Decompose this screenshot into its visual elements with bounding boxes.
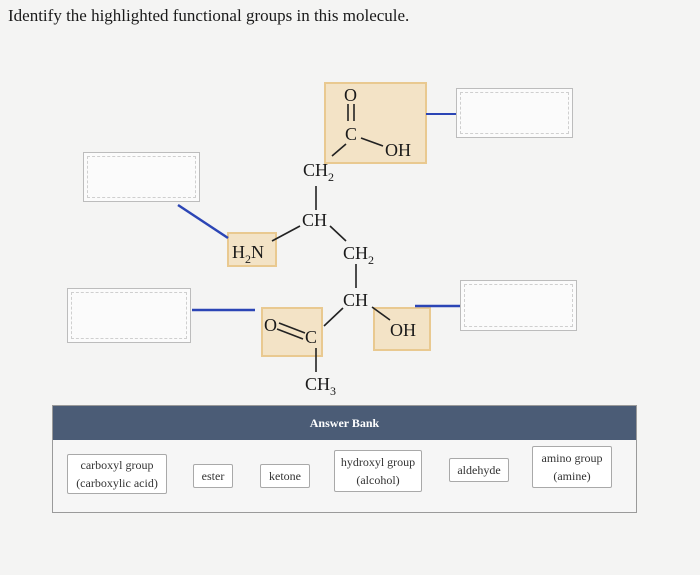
- answer-bank-header: Answer Bank: [53, 406, 636, 440]
- tile-label: carboxyl group: [80, 458, 154, 472]
- tile-label: ester: [201, 469, 225, 483]
- tile-ketone[interactable]: ketone: [260, 464, 310, 488]
- label-ch-mid: CH: [302, 210, 327, 230]
- tile-hydroxyl-group[interactable]: hydroxyl group (alcohol): [334, 450, 422, 492]
- tile-label: ketone: [269, 469, 301, 483]
- drop-target-top-right[interactable]: [456, 88, 573, 138]
- tile-label: aldehyde: [457, 463, 501, 477]
- highlight-amine: [227, 232, 277, 267]
- label-c-carboxyl: C: [345, 124, 357, 144]
- tile-sublabel: (amine): [553, 469, 591, 483]
- drop-target-lower-left[interactable]: [67, 288, 191, 343]
- label-ch-lower: CH: [343, 290, 368, 310]
- tile-label: hydroxyl group: [340, 455, 416, 469]
- tile-carboxyl-group[interactable]: carboxyl group (carboxylic acid): [67, 454, 167, 494]
- label-o-top: O: [344, 85, 357, 105]
- label-oh-lower: OH: [390, 320, 416, 340]
- tile-label: amino group: [541, 451, 603, 465]
- label-h2n: H2N: [232, 242, 264, 266]
- label-o-ketone: O: [264, 315, 277, 335]
- tile-sublabel: (carboxylic acid): [76, 476, 158, 490]
- label-ch2-top: CH2: [303, 160, 334, 184]
- tile-sublabel: (alcohol): [356, 473, 400, 487]
- label-ch2-right: CH2: [343, 243, 374, 267]
- tile-aldehyde[interactable]: aldehyde: [449, 458, 509, 482]
- molecule-diagram: O C OH CH2 CH H2N CH2 CH OH O C CH3: [177, 82, 460, 398]
- tile-ester[interactable]: ester: [193, 464, 233, 488]
- highlight-ketone: [261, 307, 323, 357]
- tile-amino-group[interactable]: amino group (amine): [532, 446, 612, 488]
- drop-target-upper-left[interactable]: [83, 152, 200, 202]
- drop-target-lower-right[interactable]: [460, 280, 577, 331]
- question-text: Identify the highlighted functional grou…: [8, 6, 410, 25]
- label-oh-carboxyl: OH: [385, 140, 411, 160]
- label-ch3: CH3: [305, 374, 336, 398]
- connector-amine: [177, 203, 229, 240]
- answer-bank: Answer Bank carboxyl group (carboxylic a…: [52, 405, 637, 513]
- label-c-ketone: C: [305, 327, 317, 347]
- highlight-carboxyl: [324, 82, 427, 164]
